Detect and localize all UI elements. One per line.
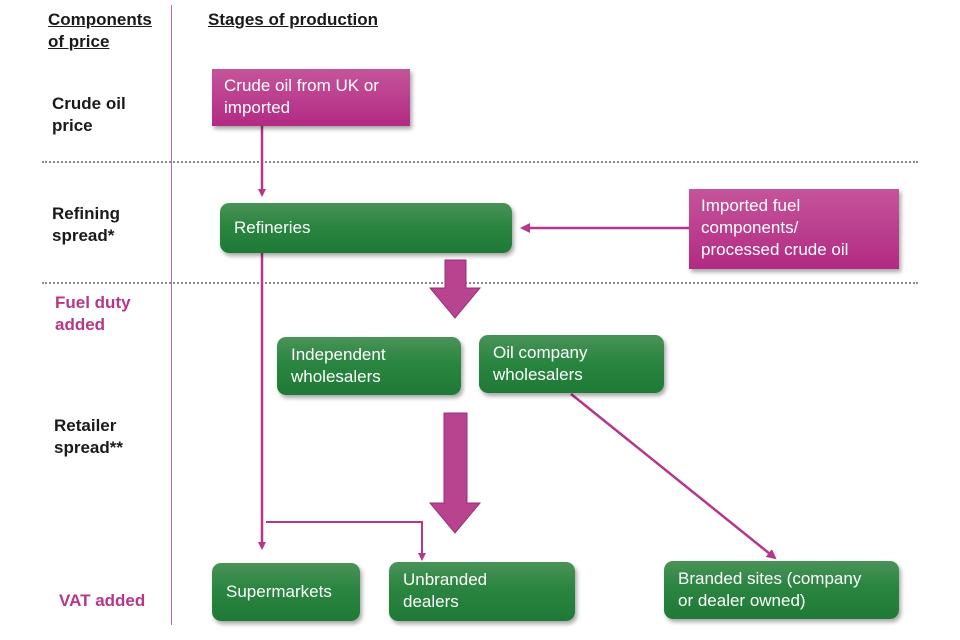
column-divider — [171, 5, 172, 625]
node-crude-oil: Crude oil from UK or imported — [212, 69, 410, 126]
node-imported-fuel: Imported fuel components/ processed crud… — [689, 189, 899, 269]
row-separator-1 — [42, 161, 918, 163]
stages-of-production-header: Stages of production — [208, 10, 378, 29]
row-separator-2 — [42, 282, 918, 284]
component-refining-spread: Refining spread* — [52, 204, 120, 245]
arrow-refineries-to-unbranded — [266, 521, 426, 561]
component-retailer-spread: Retailer spread** — [54, 416, 123, 457]
block-arrow-refineries-to-wholesalers — [428, 259, 482, 319]
node-unbranded-dealers: Unbranded dealers — [389, 562, 575, 621]
node-independent-wholesalers: Independent wholesalers — [277, 337, 461, 395]
node-branded-sites: Branded sites (company or dealer owned) — [664, 561, 899, 619]
arrow-oilco-to-branded — [570, 393, 777, 560]
node-oil-company-wholesalers: Oil company wholesalers — [479, 335, 664, 393]
component-crude-oil-price: Crude oil price — [52, 94, 126, 135]
component-vat-added: VAT added — [59, 591, 146, 610]
component-fuel-duty-added: Fuel duty added — [55, 293, 131, 334]
block-arrow-wholesalers-to-retail — [428, 412, 482, 534]
node-refineries: Refineries — [220, 203, 512, 253]
components-of-price-header: Components of price — [48, 10, 152, 51]
node-supermarkets: Supermarkets — [212, 563, 360, 621]
